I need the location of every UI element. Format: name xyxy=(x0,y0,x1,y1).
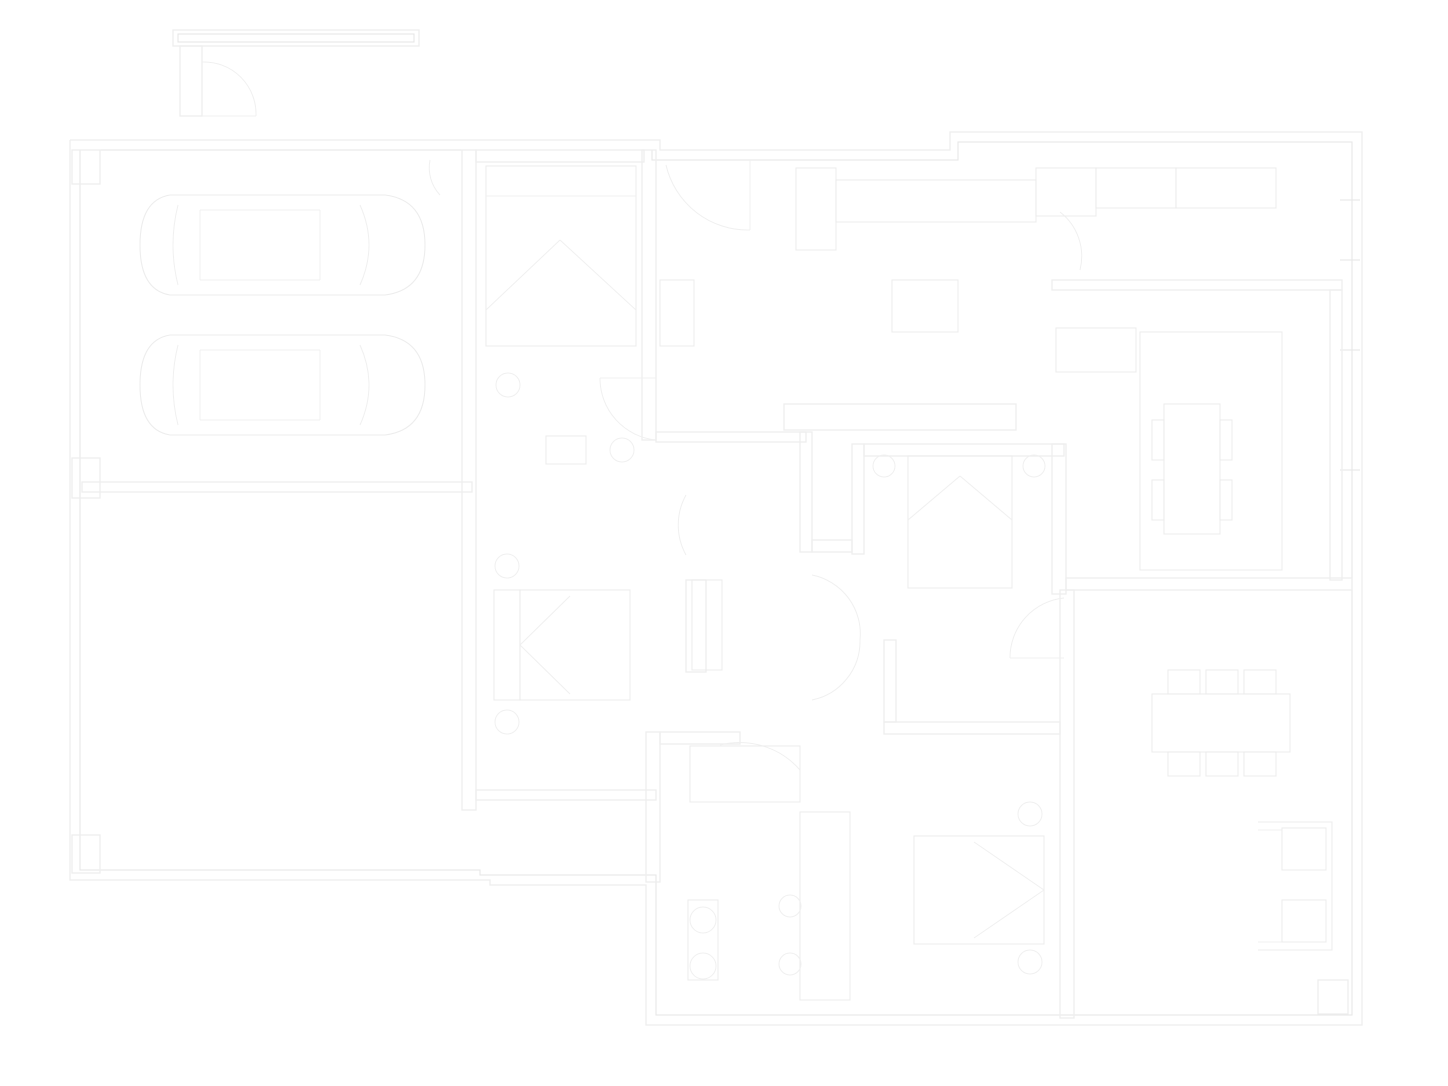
kitchen-counter xyxy=(1258,821,1333,951)
interior-walls xyxy=(81,149,1353,1019)
entrance-canopy xyxy=(172,29,420,117)
bedroom-2-furniture xyxy=(913,801,1045,975)
bathroom-fixtures xyxy=(872,454,1046,589)
car-2 xyxy=(139,334,426,436)
living-furniture xyxy=(1139,331,1283,571)
doors xyxy=(428,159,1083,771)
car-1 xyxy=(139,194,426,296)
dining-table xyxy=(1151,669,1291,777)
wardrobe xyxy=(687,745,851,1001)
top-shelving xyxy=(795,167,1277,373)
bedroom-furniture xyxy=(493,553,723,735)
utility-fixtures xyxy=(485,165,695,465)
outer-walls xyxy=(69,131,1363,1026)
